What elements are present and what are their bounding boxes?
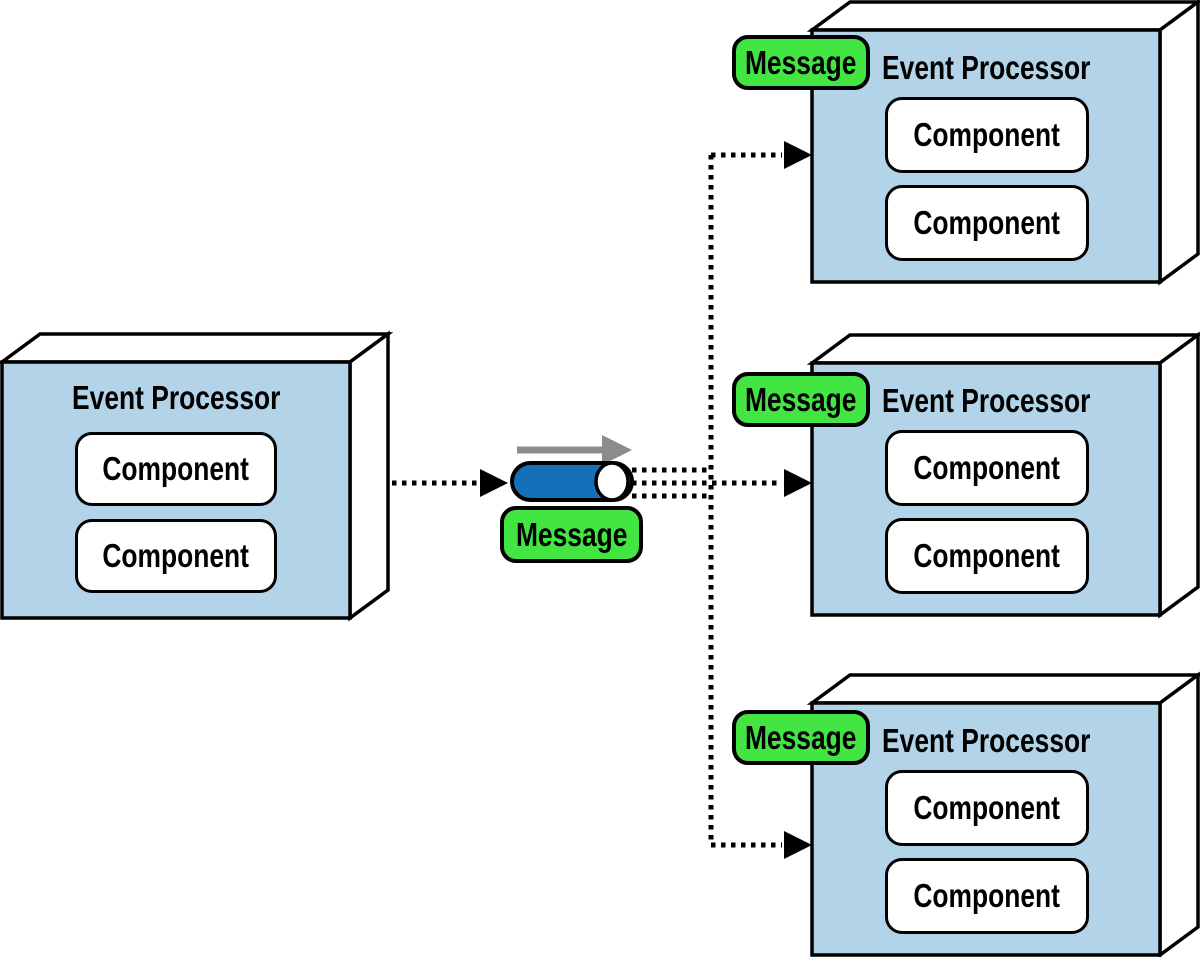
consumer-1-title: Event Processor xyxy=(812,48,1160,88)
consumer-3-box-side-face xyxy=(1158,671,1200,957)
consumer-1-box-side-face xyxy=(1158,0,1200,286)
flow-arrow-head xyxy=(602,435,632,465)
component-label: Component xyxy=(102,537,250,574)
flow-direction-arrow-icon xyxy=(517,435,632,465)
message-badge-label: Message xyxy=(515,515,628,553)
consumer-1-message-badge: Message xyxy=(732,35,870,90)
consumer-3-arrowhead-icon xyxy=(784,831,812,859)
consumer-2-box-top-face xyxy=(806,333,1200,365)
channel-cylinder xyxy=(510,461,634,502)
consumer-1-box-top-face xyxy=(806,0,1200,32)
consumer-3-box xyxy=(806,671,1200,957)
consumer-title-text: Event Processor xyxy=(881,382,1091,419)
consumer-2-title: Event Processor xyxy=(812,381,1160,421)
channel-cylinder-cap xyxy=(594,461,630,502)
consumer-2-component-2: Component xyxy=(885,518,1089,594)
component-label: Component xyxy=(102,450,250,487)
consumer-2-arrowhead-icon xyxy=(784,469,812,497)
consumer-3-box-top-face xyxy=(806,673,1200,705)
source-component-1: Component xyxy=(75,432,277,506)
consumer-title-text: Event Processor xyxy=(881,49,1091,86)
consumer-3-message-badge: Message xyxy=(732,710,870,765)
component-label: Component xyxy=(913,449,1061,486)
consumer-3-component-1: Component xyxy=(885,770,1089,846)
component-label: Component xyxy=(913,877,1061,914)
component-label: Component xyxy=(913,537,1061,574)
message-badge-label: Message xyxy=(745,43,857,81)
source-to-channel-connector xyxy=(392,469,508,497)
source-box-top-face xyxy=(0,332,394,364)
consumer-1-component-1: Component xyxy=(885,97,1089,173)
consumer-1-arrowhead-icon xyxy=(784,141,812,169)
channel-fanout-connectors xyxy=(632,141,812,859)
source-box-side-face xyxy=(348,330,390,622)
source-processor-title-text: Event Processor xyxy=(71,379,281,416)
message-badge-label: Message xyxy=(745,380,857,418)
message-badge-label: Message xyxy=(745,718,857,756)
channel-message-badge: Message xyxy=(500,506,643,563)
consumer-3-title: Event Processor xyxy=(812,721,1160,761)
consumer-1-component-2: Component xyxy=(885,185,1089,261)
consumer-2-message-badge: Message xyxy=(732,372,870,427)
consumer-title-text: Event Processor xyxy=(881,722,1091,759)
arrowhead-icon xyxy=(480,469,508,497)
component-label: Component xyxy=(913,204,1061,241)
component-label: Component xyxy=(913,789,1061,826)
consumer-2-box-side-face xyxy=(1158,331,1200,619)
component-label: Component xyxy=(913,116,1061,153)
source-processor-title: Event Processor xyxy=(2,378,350,418)
consumer-2-component-1: Component xyxy=(885,430,1089,506)
source-component-2: Component xyxy=(75,519,277,593)
consumer-3-component-2: Component xyxy=(885,858,1089,934)
